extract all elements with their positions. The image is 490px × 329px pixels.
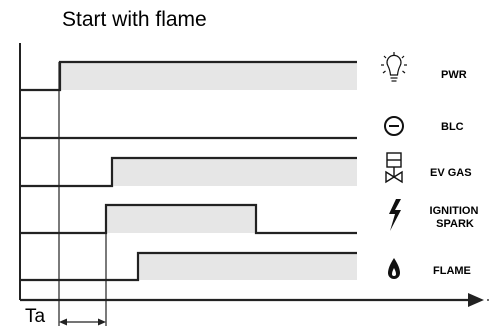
blc-label: BLC xyxy=(441,121,464,133)
lightning-bolt-icon xyxy=(389,199,401,231)
flame-active-band xyxy=(138,253,357,280)
evgas-label: EV GAS xyxy=(430,167,472,179)
pwr-trace xyxy=(20,60,357,92)
light-bulb-icon xyxy=(381,52,407,82)
evgas-trace xyxy=(20,156,357,188)
minus-circle-icon xyxy=(384,116,404,136)
time-axis-arrowhead xyxy=(468,293,484,307)
ta-dimension-arrow xyxy=(59,318,106,326)
axis-end-dot xyxy=(487,299,489,301)
pwr-label: PWR xyxy=(441,69,467,81)
ignition-trace xyxy=(20,203,357,235)
ignition-label-line2: SPARK xyxy=(436,218,474,230)
ta-label: Ta xyxy=(25,306,46,327)
diagram-title: Start with flame xyxy=(62,8,207,31)
flame-trace xyxy=(20,251,357,282)
flame-label: FLAME xyxy=(433,265,471,277)
signal-traces xyxy=(20,60,357,282)
ignition-active-band xyxy=(106,205,256,233)
gas-valve-icon xyxy=(385,152,403,184)
flame-icon xyxy=(388,258,400,279)
active-bands xyxy=(60,62,357,280)
ignition-label-line1: IGNITION xyxy=(430,205,479,217)
evgas-active-band xyxy=(112,158,357,186)
pwr-active-band xyxy=(60,62,357,90)
